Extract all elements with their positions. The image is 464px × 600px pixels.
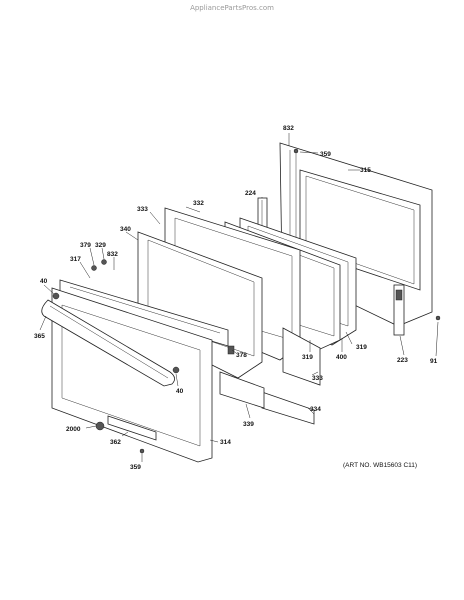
callout-317: 317 xyxy=(70,256,81,263)
callout-333-bottom: 333 xyxy=(312,375,323,382)
leader-lines xyxy=(39,133,439,462)
callout-340: 340 xyxy=(120,226,131,233)
callout-315: 315 xyxy=(360,167,371,174)
callout-365: 365 xyxy=(34,333,45,340)
callout-378: 378 xyxy=(236,352,247,359)
callout-359-top: 359 xyxy=(320,151,331,158)
callout-362: 362 xyxy=(110,439,121,446)
callout-labels: 832 359 315 224 332 333 340 379 329 832 … xyxy=(34,125,438,471)
bracket-378 xyxy=(227,345,235,355)
handle-screw-right xyxy=(172,366,180,374)
callout-40-top: 40 xyxy=(40,278,48,285)
clip-379 xyxy=(91,265,97,271)
grommet xyxy=(95,421,105,431)
clip-329 xyxy=(101,259,107,265)
callout-223: 223 xyxy=(397,357,408,364)
callout-40-bottom: 40 xyxy=(176,388,184,395)
side-insulation-strip xyxy=(282,327,321,386)
door-handle xyxy=(41,299,175,387)
art-number: (ART NO. WB15603 C11) xyxy=(343,462,418,469)
callout-319-left: 319 xyxy=(302,354,313,361)
callout-314: 314 xyxy=(220,439,231,446)
door-trim xyxy=(219,371,265,409)
callout-359-bottom: 359 xyxy=(130,464,141,471)
screw-359-bottom xyxy=(139,448,145,454)
callout-224: 224 xyxy=(245,190,256,197)
callout-329: 329 xyxy=(95,242,106,249)
screw-359-top xyxy=(293,148,299,154)
callout-333-top: 333 xyxy=(137,206,148,213)
screw-91 xyxy=(435,315,441,321)
handle-screw-left xyxy=(52,292,60,300)
watermark: AppliancePartsPros.com xyxy=(190,4,274,12)
door-hinge xyxy=(393,284,405,336)
callout-319-right: 319 xyxy=(356,344,367,351)
callout-334: 334 xyxy=(310,406,321,413)
callout-2000: 2000 xyxy=(66,426,81,433)
bottom-trim xyxy=(107,415,157,441)
callout-332: 332 xyxy=(193,200,204,207)
callout-91: 91 xyxy=(430,358,438,365)
callout-832-top: 832 xyxy=(283,125,294,132)
callout-339: 339 xyxy=(243,421,254,428)
callout-832-left: 832 xyxy=(107,251,118,258)
callout-400: 400 xyxy=(336,354,347,361)
bottom-insulation-strip xyxy=(261,391,315,425)
callout-379: 379 xyxy=(80,242,91,249)
